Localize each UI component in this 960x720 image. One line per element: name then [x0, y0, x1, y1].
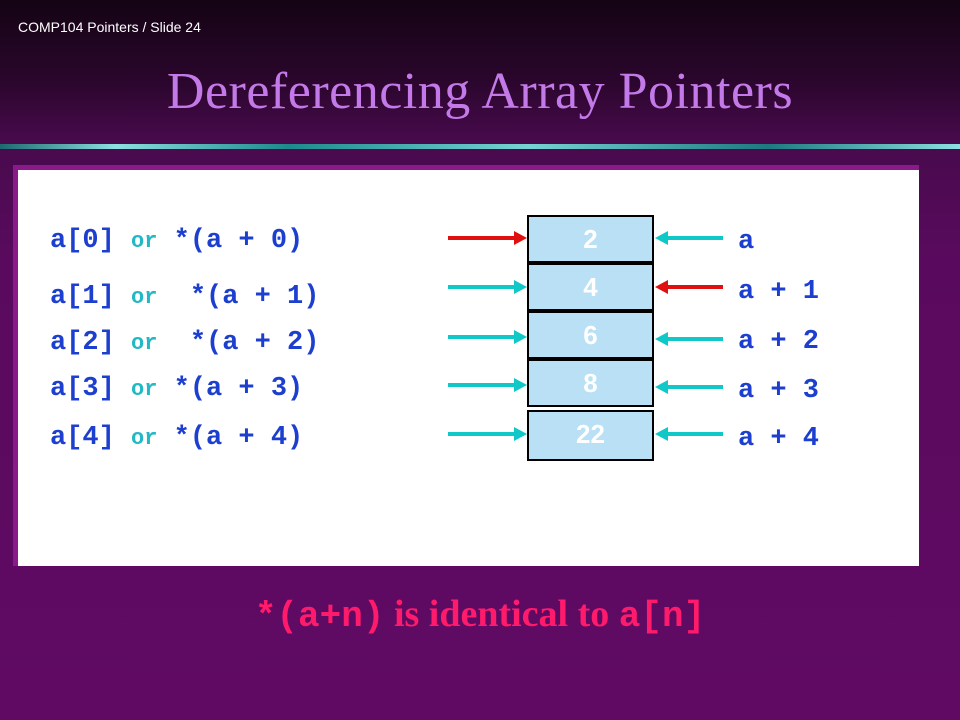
pointer-label-2: a + 2	[738, 327, 820, 357]
right-arrow-2	[655, 332, 723, 346]
slide-header: COMP104 Pointers / Slide 24	[18, 19, 201, 35]
deref-expr: *(a + 3)	[173, 374, 304, 404]
left-arrow-3	[448, 378, 527, 392]
index-expr: a[2]	[50, 328, 115, 358]
or-keyword: or	[131, 377, 158, 402]
caption: *(a+n) is identical to a[n]	[0, 592, 960, 637]
right-arrow-3	[655, 380, 723, 394]
array-cell-0: 2	[527, 215, 654, 263]
left-arrow-1	[448, 280, 527, 294]
caption-text: is identical to	[384, 593, 619, 635]
expression-row-2: a[2] or *(a + 2)	[50, 328, 319, 358]
index-expr: a[4]	[50, 423, 115, 453]
expression-row-0: a[0] or *(a + 0)	[50, 226, 303, 256]
left-arrow-4	[448, 427, 527, 441]
index-expr: a[3]	[50, 374, 115, 404]
slide-title: Dereferencing Array Pointers	[166, 63, 794, 120]
left-arrow-0	[448, 231, 527, 245]
pointer-label-1: a + 1	[738, 277, 820, 307]
or-keyword: or	[131, 426, 158, 451]
left-arrow-2	[448, 330, 527, 344]
caption-code-index: a[n]	[618, 596, 706, 637]
array-cell-3: 8	[527, 359, 654, 407]
array-cell-2: 6	[527, 311, 654, 359]
caption-code-deref: *(a+n)	[254, 596, 385, 637]
right-arrow-4	[655, 427, 723, 441]
deref-expr: *(a + 1)	[189, 282, 320, 312]
array-cell-4: 22	[527, 410, 654, 461]
deref-expr: *(a + 2)	[189, 328, 320, 358]
or-keyword: or	[131, 331, 158, 356]
title-separator	[0, 144, 960, 149]
pointer-label-0: a	[738, 227, 755, 257]
or-keyword: or	[131, 285, 158, 310]
deref-expr: *(a + 0)	[173, 226, 304, 256]
expression-row-3: a[3] or *(a + 3)	[50, 374, 303, 404]
expression-row-1: a[1] or *(a + 1)	[50, 282, 319, 312]
content-panel	[13, 165, 919, 566]
index-expr: a[0]	[50, 226, 115, 256]
pointer-label-3: a + 3	[738, 376, 820, 406]
deref-expr: *(a + 4)	[173, 423, 304, 453]
index-expr: a[1]	[50, 282, 115, 312]
expression-row-4: a[4] or *(a + 4)	[50, 423, 303, 453]
or-keyword: or	[131, 229, 158, 254]
right-arrow-0	[655, 231, 723, 245]
array-cell-1: 4	[527, 263, 654, 311]
pointer-label-4: a + 4	[738, 424, 820, 454]
right-arrow-1	[655, 280, 723, 294]
